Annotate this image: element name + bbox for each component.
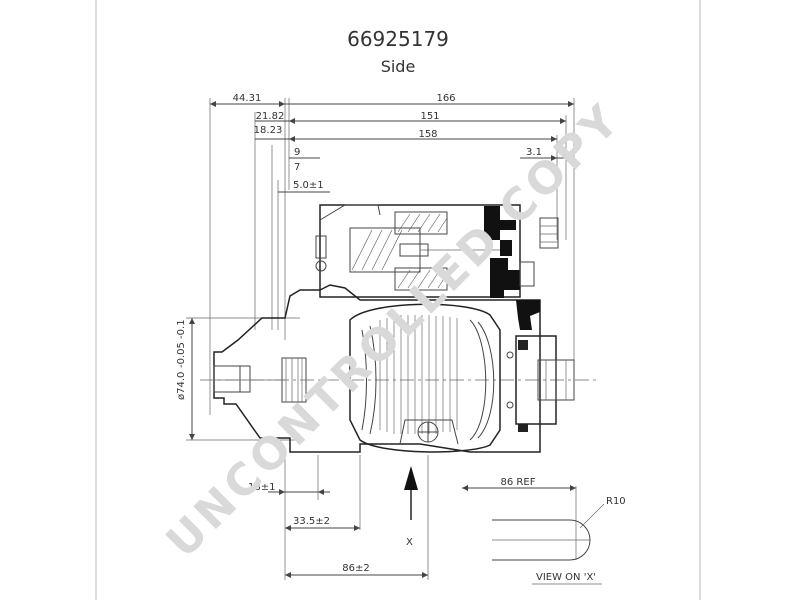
view-on-x-label: VIEW ON 'X' bbox=[536, 572, 596, 583]
dim-r10: R10 bbox=[606, 496, 626, 507]
dim-9: 9 bbox=[294, 147, 300, 158]
dim-diameter-74: ø74.0 bbox=[176, 372, 187, 400]
dim-18-23: 18.23 bbox=[254, 125, 283, 136]
dim-151: 151 bbox=[420, 111, 439, 122]
part-number: 66925179 bbox=[347, 27, 449, 51]
bottom-dimensions: 18±1 33.5±2 86±2 bbox=[248, 455, 429, 580]
view-title: Side bbox=[381, 57, 416, 76]
watermark-text: UNCONTROLLED COPY bbox=[157, 93, 632, 568]
view-on-x-detail: 86 REF R10 VIEW ON 'X' bbox=[462, 477, 626, 585]
dim-3-1: 3.1 bbox=[526, 147, 542, 158]
view-arrow-x: X bbox=[404, 466, 418, 548]
dim-86-ref: 86 REF bbox=[501, 477, 536, 488]
top-dimensions: 44.31 166 21.82 151 18.23 158 9 7 3.1 5.… bbox=[209, 93, 575, 415]
dim-7: 7 bbox=[294, 162, 300, 173]
dim-diameter-74-tol: -0.05 -0.1 bbox=[176, 319, 187, 368]
starter-motor-body bbox=[200, 204, 600, 453]
dim-158: 158 bbox=[418, 129, 437, 140]
dim-33-5: 33.5±2 bbox=[293, 516, 330, 527]
dim-166: 166 bbox=[436, 93, 455, 104]
dim-21-82: 21.82 bbox=[256, 111, 285, 122]
dim-44-31: 44.31 bbox=[233, 93, 262, 104]
dim-18: 18±1 bbox=[248, 482, 275, 493]
dim-5-0: 5.0±1 bbox=[293, 180, 324, 191]
dim-86: 86±2 bbox=[342, 563, 369, 574]
view-arrow-label: X bbox=[406, 537, 413, 548]
